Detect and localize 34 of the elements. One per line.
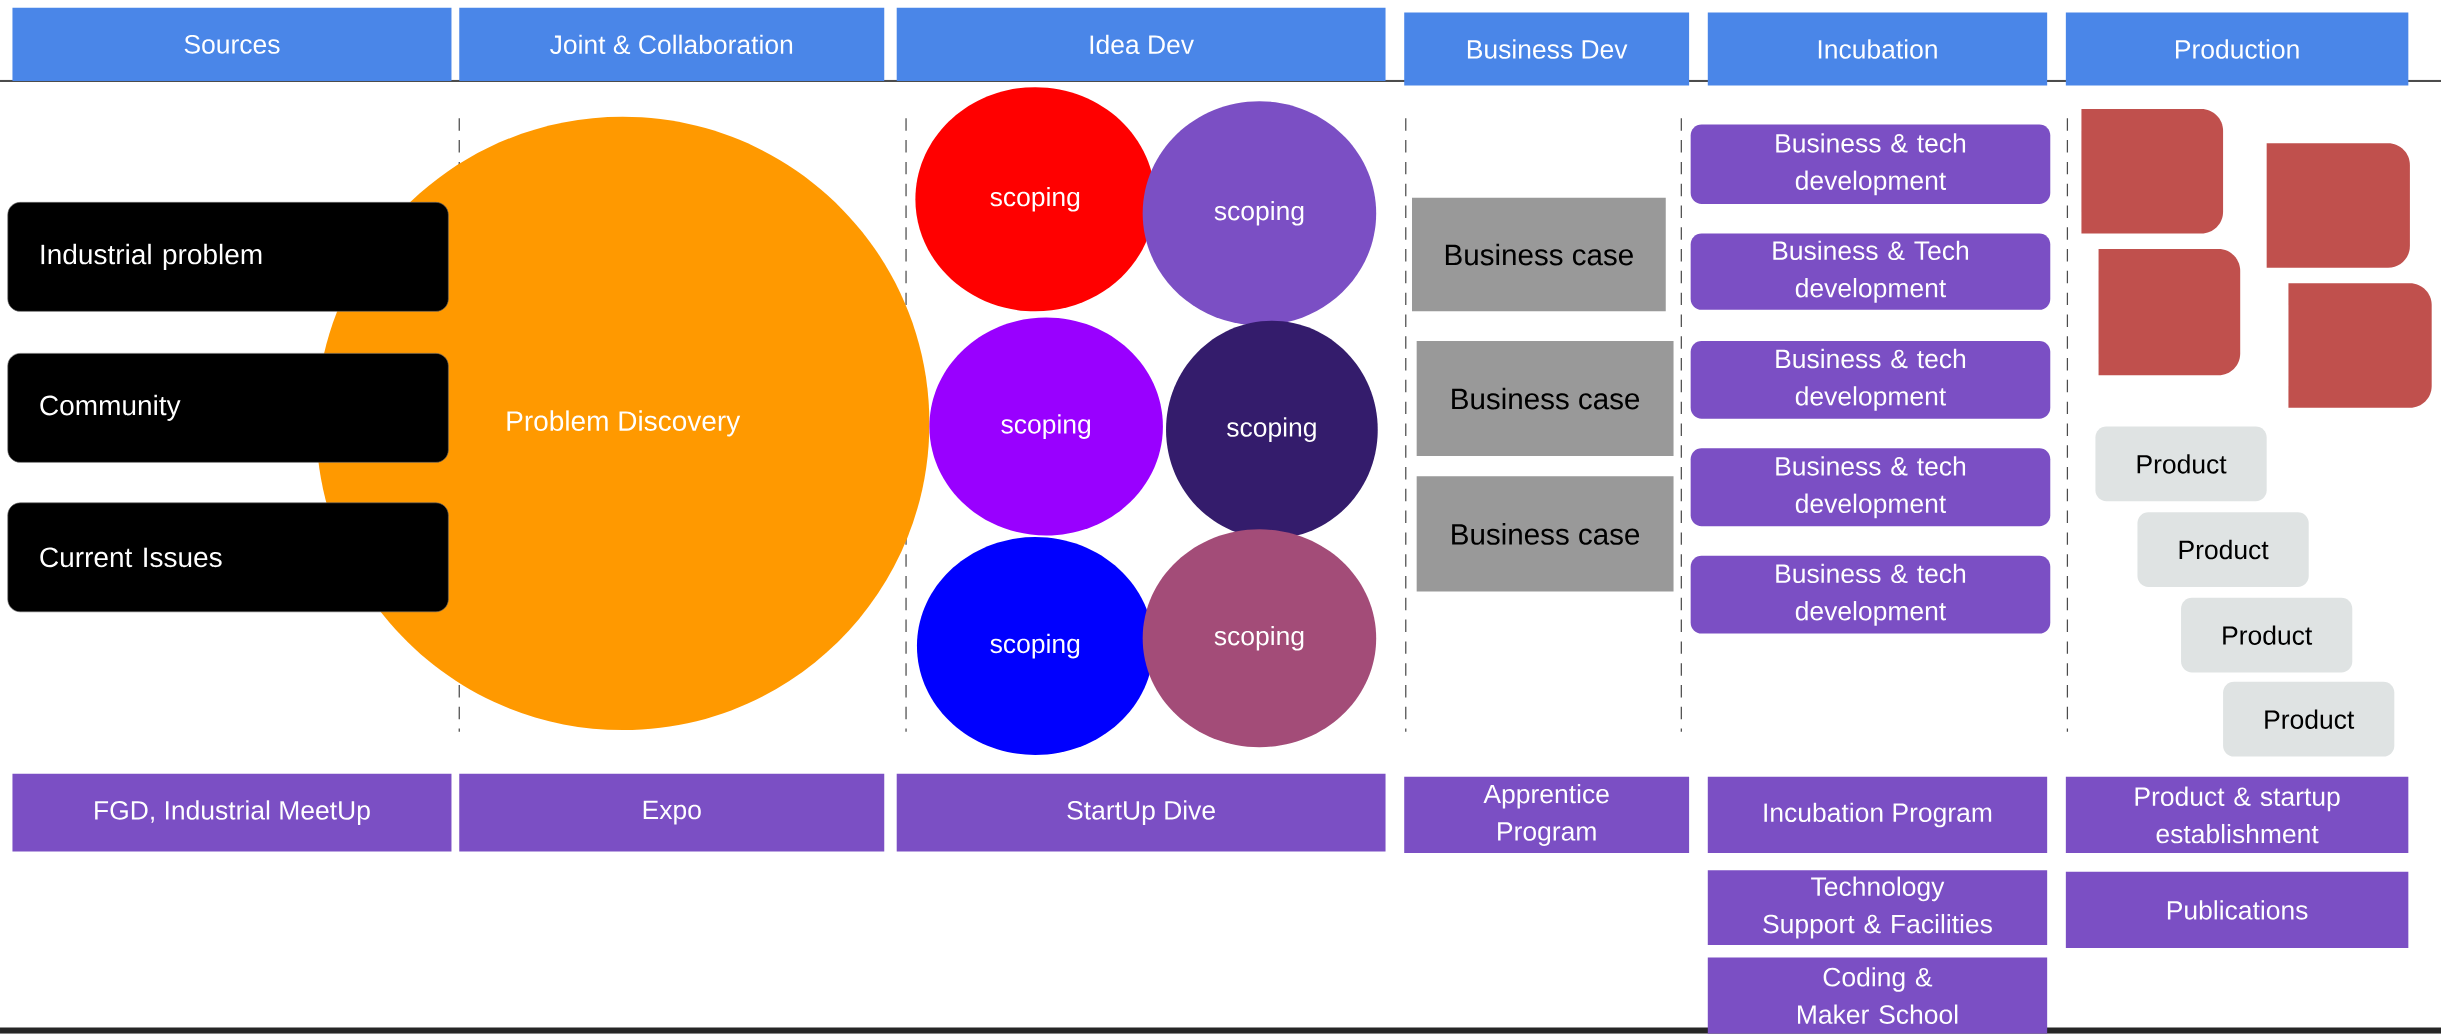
- source-box: Community: [7, 353, 449, 463]
- business-case-box: Business case: [1416, 476, 1674, 592]
- business-case-box: Business case: [1412, 197, 1666, 312]
- program-box: FGD, Industrial MeetUp: [12, 773, 452, 852]
- column-header: Production: [2065, 12, 2409, 86]
- program-box: Publications: [2065, 871, 2409, 949]
- program-box: StartUp Dive: [896, 773, 1386, 852]
- column-header: Business Dev: [1404, 12, 1690, 86]
- development-box: Business & tech development: [1690, 124, 2051, 205]
- program-box: Technology Support & Facilities: [1707, 870, 2048, 946]
- program-box: Incubation Program: [1707, 776, 2048, 854]
- source-box: Industrial problem: [7, 202, 449, 312]
- product-block: [2266, 143, 2410, 268]
- development-box: Business & Tech development: [1690, 233, 2051, 310]
- product-box: Product: [2095, 426, 2267, 502]
- column-header: Joint & Collaboration: [459, 7, 885, 82]
- column-header: Incubation: [1707, 12, 2048, 86]
- program-box: Apprentice Program: [1404, 776, 1690, 854]
- program-box: Expo: [459, 773, 885, 852]
- development-box: Business & tech development: [1690, 448, 2051, 527]
- program-box: Product & startup establishment: [2065, 776, 2409, 854]
- product-block: [2288, 283, 2432, 408]
- product-block: [2098, 249, 2241, 376]
- product-block: [2081, 109, 2224, 234]
- product-box: Product: [2137, 512, 2309, 588]
- business-case-box: Business case: [1416, 341, 1674, 457]
- development-box: Business & tech development: [1690, 341, 2051, 419]
- program-box: Coding & Maker School: [1707, 957, 2048, 1034]
- development-box: Business & tech development: [1690, 555, 2051, 634]
- product-box: Product: [2223, 682, 2395, 757]
- source-box: Current Issues: [7, 502, 449, 613]
- column-header: Sources: [12, 7, 452, 82]
- product-box: Product: [2181, 597, 2353, 673]
- column-header: Idea Dev: [896, 7, 1386, 82]
